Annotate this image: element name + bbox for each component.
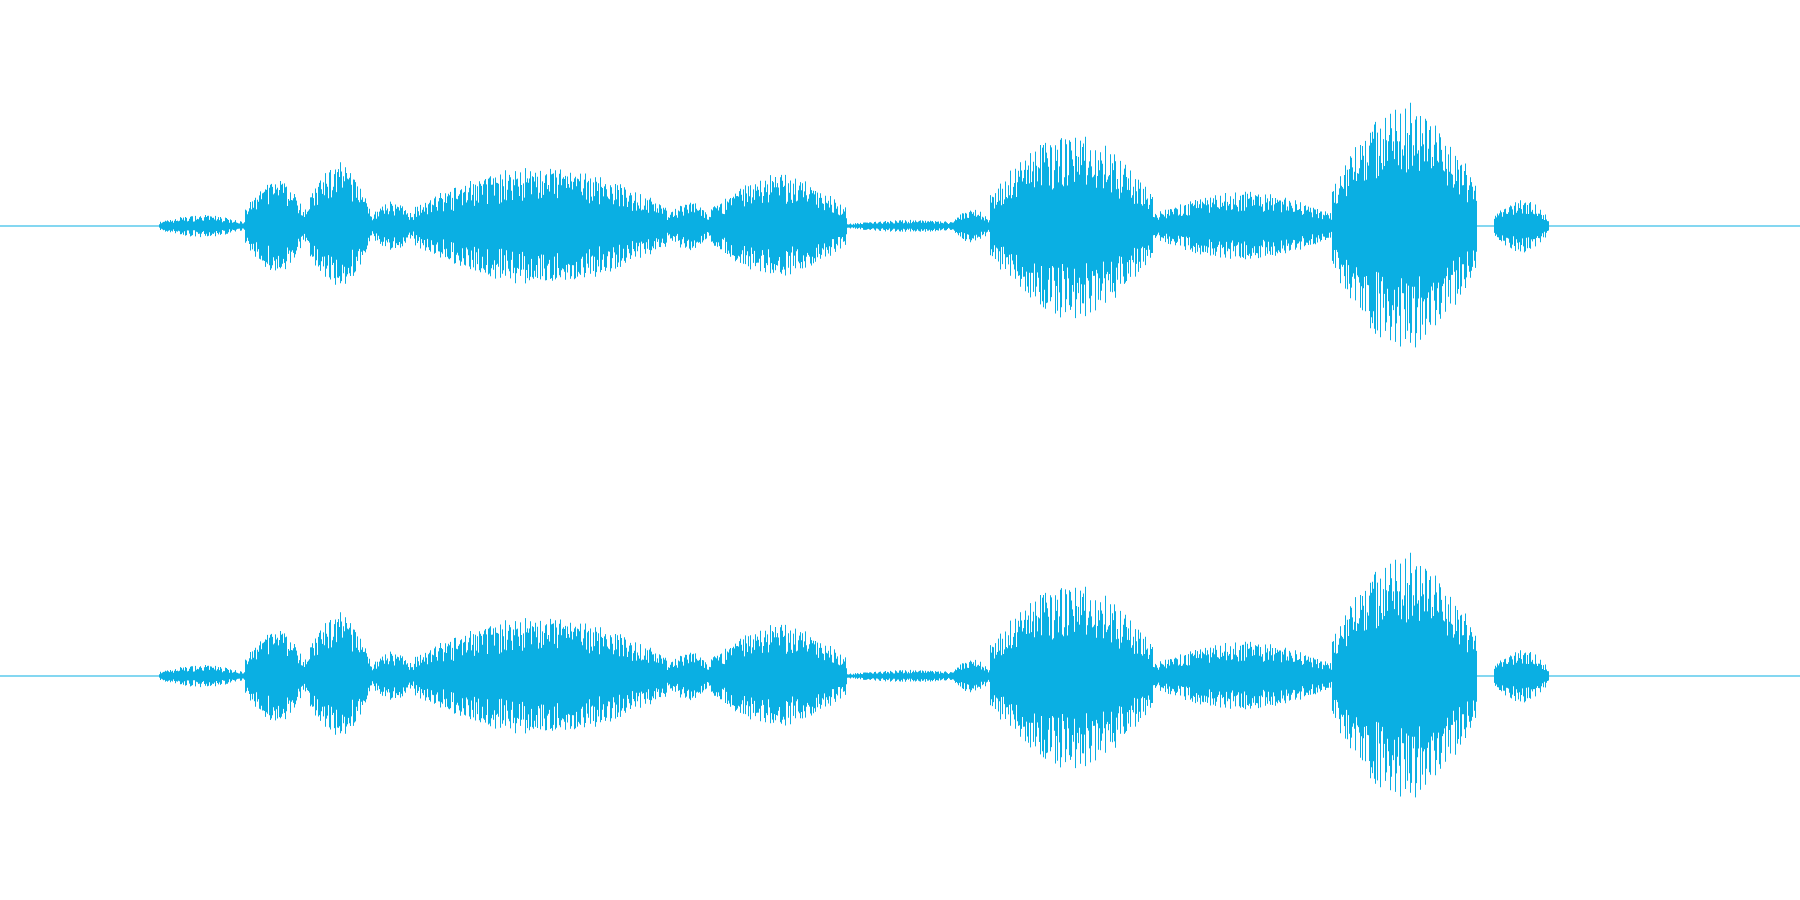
audio-channel-2 — [0, 450, 1800, 870]
audio-channel-1 — [0, 0, 1800, 420]
waveform-channel-1 — [0, 102, 1800, 348]
waveform-channel-2-samples — [159, 552, 1549, 798]
waveform-channel-2 — [0, 552, 1800, 798]
waveform-channel-1-samples — [159, 102, 1549, 348]
